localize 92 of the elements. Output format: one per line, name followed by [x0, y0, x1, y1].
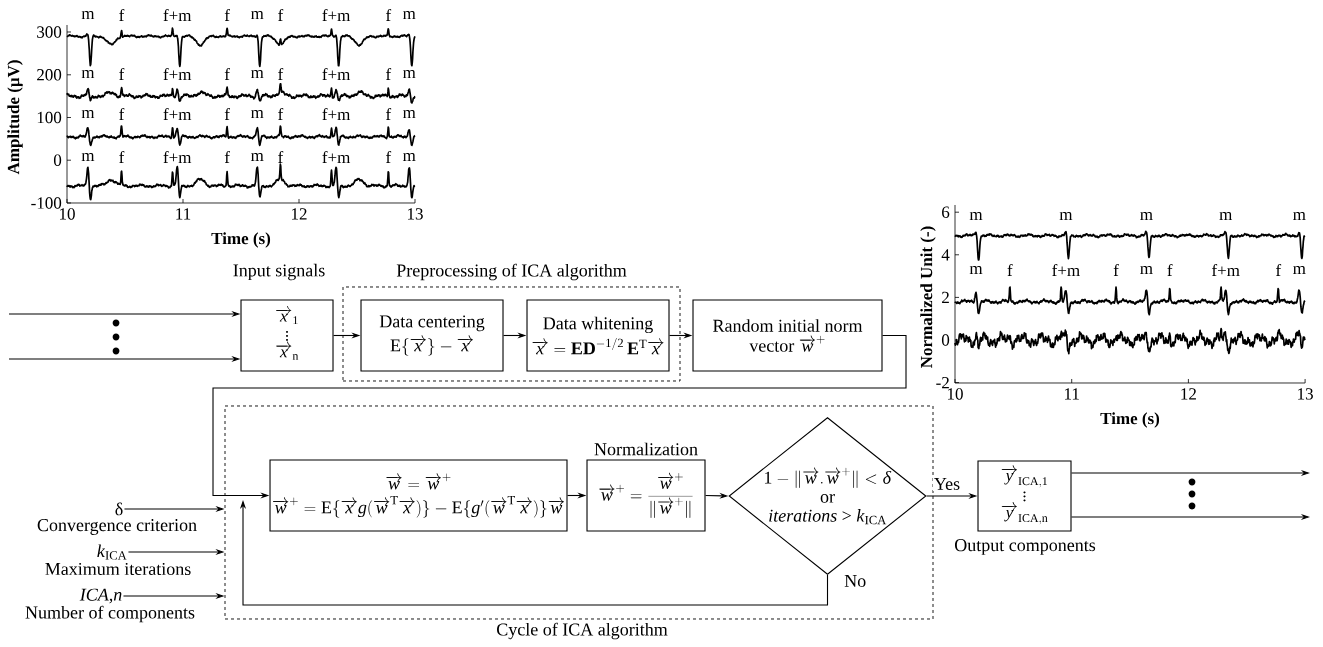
- peak-label: f: [119, 9, 125, 21]
- signal-box: $\begin{array}{c}\overrightarrow{x}_{\mathrm{1}}\\[-2pt] \vdots\\[-2pt] \overrightarrow{x}_{\mathrm{n}}\end{array}$: [240, 299, 334, 372]
- peak-label: f+m: [322, 68, 351, 80]
- tick-label: 12: [1181, 388, 1196, 400]
- peak-label: m: [81, 11, 95, 19]
- peak-label: f: [386, 151, 392, 163]
- peak-label: m: [402, 110, 416, 118]
- group-title: Cycle of ICA algorithm: [497, 622, 668, 640]
- peak-label: f: [119, 68, 125, 80]
- peak-label: m: [81, 110, 95, 118]
- peak-label: m: [81, 70, 95, 78]
- peak-label: f: [1007, 264, 1013, 276]
- process-box: $\overrightarrow{w}^{+} = \frac{\overrightarrow{w}^{+}}{\|\overrightarrow{w}^{+}\|}$: [586, 459, 706, 532]
- parameter-symbol: δ: [115, 502, 123, 516]
- tick-label: 4: [941, 249, 950, 261]
- peak-label: f: [1167, 264, 1173, 276]
- peak-label: f: [278, 108, 284, 120]
- peak-label: f: [1113, 264, 1119, 276]
- tick-label: 2: [942, 291, 949, 303]
- tick-label: 13: [1298, 388, 1313, 400]
- peak-label: m: [402, 70, 416, 78]
- tick-label: 6: [942, 206, 950, 218]
- peak-label: f+m: [163, 9, 192, 21]
- peak-label: f+m: [163, 108, 192, 120]
- peak-label: f: [386, 108, 392, 120]
- peak-label: f+m: [322, 108, 351, 120]
- process-box: Data centering $\mathrm{E}\{\overrightarrow{x}\} - \overrightarrow{x}$: [360, 299, 504, 372]
- peak-label: m: [1059, 212, 1073, 220]
- peak-label: f: [224, 68, 230, 80]
- peak-label: m: [250, 11, 264, 19]
- tick-label: 300: [37, 26, 62, 38]
- peak-label: f: [278, 151, 284, 163]
- parameter-name: Number of components: [25, 605, 195, 623]
- process-box: Random initial norm vector $\overrightarrow{w}^{+}$: [692, 299, 883, 372]
- axis-title: Time (s): [1100, 412, 1160, 428]
- peak-label: f: [386, 9, 392, 21]
- tick-label: 100: [37, 111, 62, 124]
- peak-label: f+m: [322, 151, 351, 163]
- parameter-symbol: ICA,n: [79, 588, 122, 604]
- peak-label: m: [1219, 212, 1233, 220]
- peak-label: m: [402, 153, 416, 161]
- peak-label: f: [386, 68, 392, 80]
- tick-label: -100: [31, 197, 62, 209]
- box-heading: Input signals: [233, 263, 325, 281]
- tick-label: 200: [37, 69, 62, 81]
- parameter-symbol: k$_{ICA}$: [97, 544, 127, 560]
- tick-label: 12: [292, 208, 307, 220]
- peak-label: m: [250, 110, 264, 118]
- peak-label: f: [224, 9, 230, 21]
- peak-label: f: [224, 151, 230, 163]
- axis-title: Normalized Unit (-): [920, 226, 936, 368]
- peak-label: f: [1276, 264, 1282, 276]
- tick-label: 11: [1065, 388, 1079, 400]
- peak-label: f: [119, 151, 125, 163]
- tick-label: 13: [408, 208, 423, 220]
- group-title: Preprocessing of ICA algorithm: [396, 263, 627, 281]
- parameter-name: Convergence criterion: [37, 519, 197, 535]
- peak-label: f+m: [1212, 264, 1240, 276]
- parameter-name: Maximum iterations: [45, 562, 191, 576]
- peak-label: m: [250, 153, 264, 161]
- peak-label: f+m: [163, 68, 192, 80]
- peak-label: m: [250, 70, 264, 78]
- peak-label: f: [278, 9, 284, 21]
- peak-label: f: [278, 68, 284, 80]
- peak-label: f: [224, 108, 230, 120]
- edge-label: Yes: [932, 477, 962, 491]
- peak-label: f+m: [163, 151, 192, 163]
- axis-title: Time (s): [211, 232, 271, 248]
- axis-title: Amplitude (μV): [7, 60, 23, 175]
- process-box: Data whitening $\overrightarrow{x} = \mathbf{ED}^{-1/2}\,\mathbf{E}^{\mathrm{T}}\overrightarrow{x}$: [526, 299, 670, 372]
- peak-label: f+m: [1052, 264, 1080, 276]
- tick-label: 10: [60, 208, 75, 220]
- peak-label: m: [1293, 212, 1306, 220]
- tick-label: 10: [948, 388, 963, 400]
- peak-label: m: [81, 153, 95, 161]
- tick-label: 0: [941, 334, 950, 346]
- tick-label: 0: [53, 154, 62, 166]
- peak-label: m: [969, 266, 983, 274]
- peak-label: f: [119, 108, 125, 120]
- tick-label: -2: [936, 376, 949, 389]
- edge-label: No: [843, 574, 868, 588]
- tick-label: 11: [176, 208, 191, 220]
- signal-box: $\begin{array}{c}\overrightarrow{y}_{\mathrm{ICA,1}}\\[-2pt] \vdots\\[-2pt] \overrightarrow{y}_{\mathrm{ICA,n}}\end{array}$: [977, 460, 1072, 532]
- peak-label: m: [1140, 212, 1153, 220]
- peak-label: m: [1140, 266, 1153, 274]
- box-heading: Normalization: [594, 442, 698, 456]
- peak-label: m: [1293, 266, 1306, 274]
- process-box: $\overrightarrow{w} = \overrightarrow{w}^{+}$ $\overrightarrow{w}^{+} = \mathrm{E}\{\overrightarrow{x}g(\overrightarrow{w}^{\mathrm{T}}\overrightarrow{x})\} - \mathrm{E}\{g'(\overrightarrow{w}^{\mathrm{T}}\overrightarrow{x})\}\overrightarrow{w}$: [269, 459, 568, 532]
- peak-label: m: [969, 212, 983, 220]
- box-caption: Output components: [955, 539, 1096, 555]
- peak-label: m: [402, 11, 416, 19]
- peak-label: f+m: [322, 9, 351, 21]
